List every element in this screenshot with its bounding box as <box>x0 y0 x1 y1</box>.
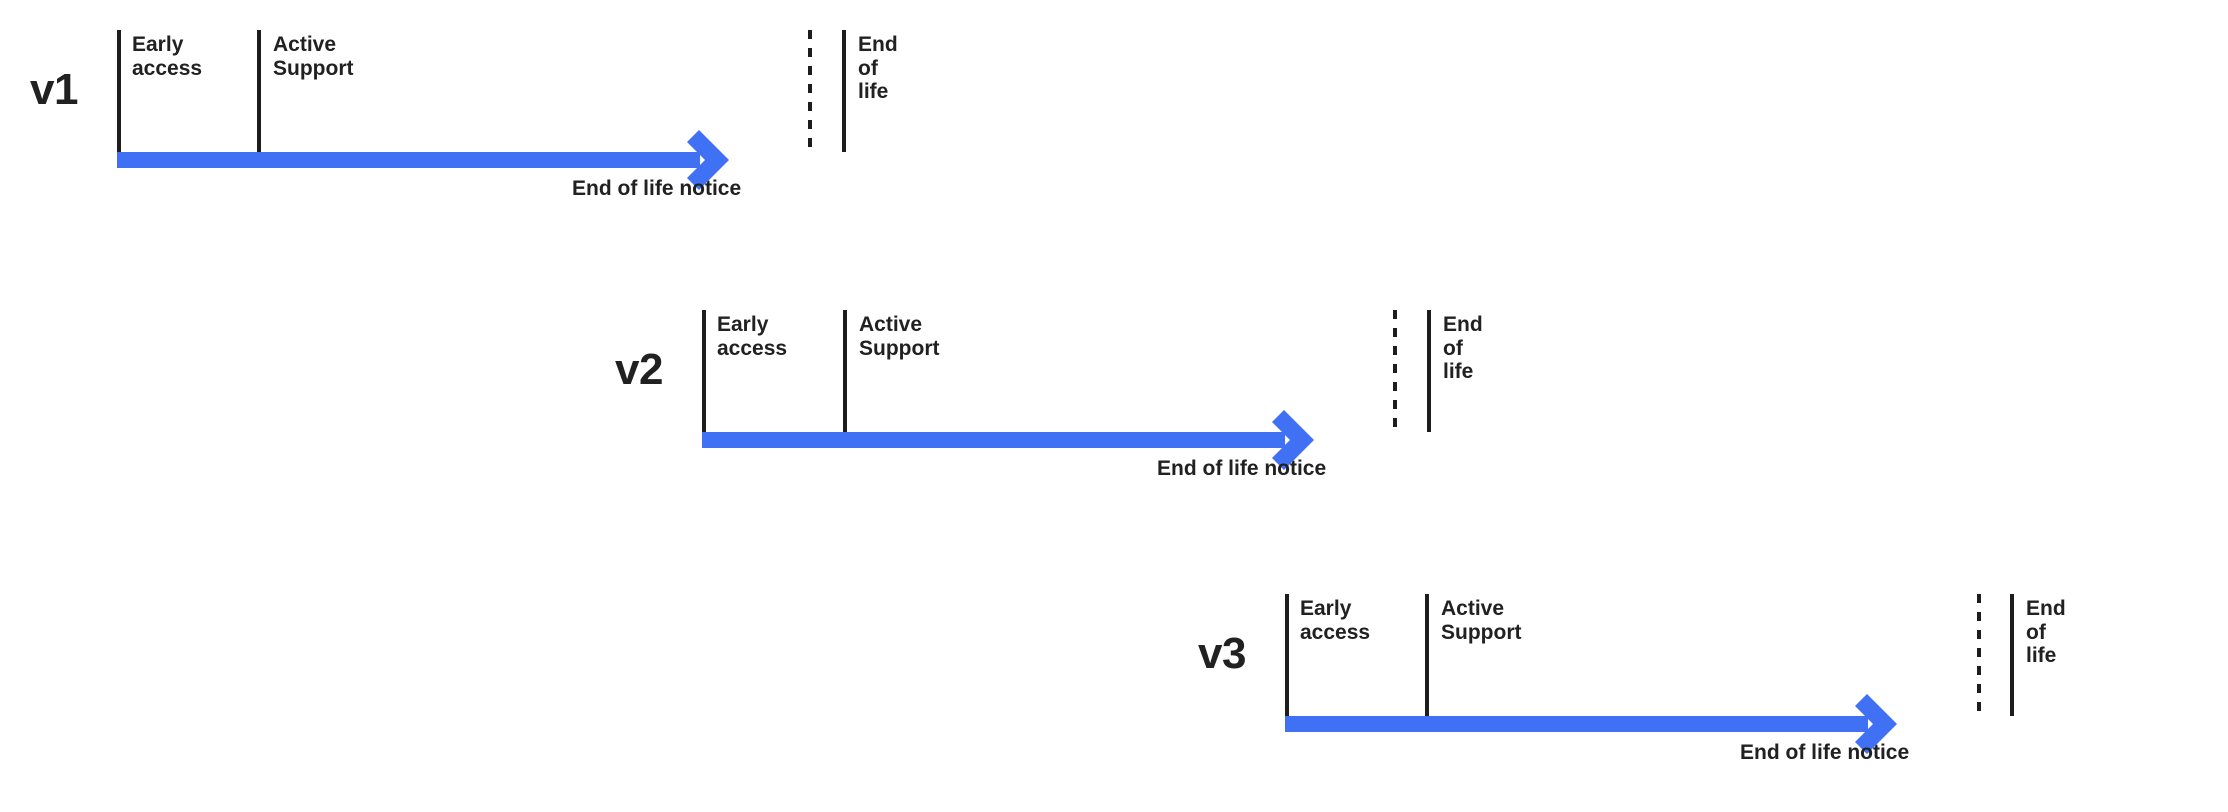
phase-label-3: End of life <box>2026 597 2066 668</box>
end-of-life-notice-label: End of life notice <box>572 177 742 200</box>
end-of-life-notice-marker <box>808 30 812 152</box>
end-of-life-notice-label: End of life notice <box>1740 741 1910 764</box>
end-of-life-notice-label: End of life notice <box>1157 457 1327 480</box>
lifecycle-arrowhead <box>1854 694 1916 754</box>
lifecycle-bar <box>117 152 700 168</box>
phase-label-1: Early access <box>132 33 203 80</box>
phase-label-2: Active Support <box>1441 597 1522 644</box>
lifecycle-bar <box>1285 716 1868 732</box>
phase-label-2: Active Support <box>273 33 354 80</box>
end-of-life-notice-marker <box>1393 310 1397 432</box>
version-label-v2: v2 <box>615 345 663 394</box>
phase-divider-end-of-life-start <box>1427 310 1431 432</box>
version-label-v1: v1 <box>30 65 78 114</box>
phase-label-2: Active Support <box>859 313 940 360</box>
phase-divider-end-of-life-start <box>842 30 846 152</box>
end-of-life-notice-marker <box>1977 594 1981 716</box>
phase-divider-active-support-start <box>843 310 847 432</box>
lifecycle-arrowhead <box>686 130 748 190</box>
phase-divider-active-support-start <box>1425 594 1429 716</box>
phase-label-1: Early access <box>1300 597 1371 644</box>
phase-divider-early-access-start <box>702 310 706 432</box>
phase-divider-end-of-life-start <box>2010 594 2014 716</box>
lifecycle-bar <box>702 432 1285 448</box>
lifecycle-arrowhead <box>1271 410 1333 470</box>
phase-divider-early-access-start <box>1285 594 1289 716</box>
version-label-v3: v3 <box>1198 629 1246 678</box>
phase-label-1: Early access <box>717 313 788 360</box>
phase-label-3: End of life <box>1443 313 1483 384</box>
phase-divider-active-support-start <box>257 30 261 152</box>
phase-label-3: End of life <box>858 33 898 104</box>
phase-divider-early-access-start <box>117 30 121 152</box>
